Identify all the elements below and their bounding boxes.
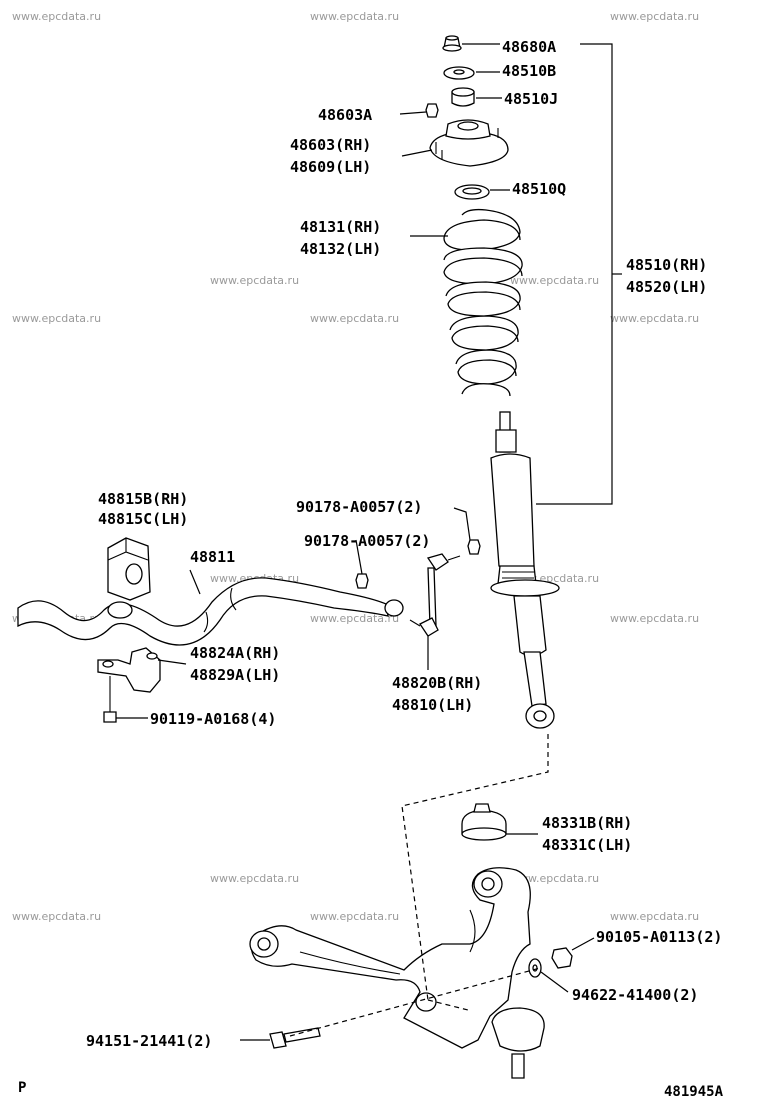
guide-line — [427, 999, 469, 1011]
watermark: www.epcdata.ru — [510, 274, 599, 287]
nut-90178-a — [467, 539, 481, 555]
label-94151-21441: 94151-21441(2) — [86, 1032, 212, 1050]
label-48131-rh: 48131(RH) — [300, 218, 381, 236]
label-48603a: 48603A — [318, 106, 372, 124]
label-94622-41400: 94622-41400(2) — [572, 986, 698, 1004]
label-48132-lh: 48132(LH) — [300, 240, 381, 258]
link-48820b — [409, 553, 461, 637]
lower-arm — [249, 867, 531, 1049]
label-48603-rh: 48603(RH) — [290, 136, 371, 154]
part-labels: 48680A 48510B 48510J 48603A 48603(RH) 48… — [86, 38, 722, 1050]
label-48510-rh: 48510(RH) — [626, 256, 707, 274]
bracket-48824a — [97, 647, 161, 693]
watermark: www.epcdata.ru — [610, 312, 699, 325]
label-48510j: 48510J — [504, 90, 558, 108]
bumper-48331b — [461, 803, 507, 841]
figure-id: 481945A — [664, 1084, 724, 1100]
guide-line — [289, 967, 541, 1037]
watermark: www.epcdata.ru — [610, 10, 699, 23]
watermark: www.epcdata.ru — [610, 910, 699, 923]
watermark: www.epcdata.ru — [210, 274, 299, 287]
nut-48680a — [442, 35, 462, 52]
label-48815c-lh: 48815C(LH) — [98, 510, 188, 528]
support-48603 — [429, 119, 509, 167]
label-90105-a0113: 90105-A0113(2) — [596, 928, 722, 946]
watermark: www.epcdata.ru — [12, 312, 101, 325]
bolt-90119 — [103, 676, 117, 723]
watermark: www.epcdata.ru — [310, 612, 399, 625]
bushing-48510j — [451, 87, 475, 107]
label-48815b-rh: 48815B(RH) — [98, 490, 188, 508]
watermark: www.epcdata.ru — [12, 910, 101, 923]
bolt-94151 — [269, 1027, 321, 1049]
washer-94622 — [528, 958, 542, 978]
label-48829a-lh: 48829A(LH) — [190, 666, 280, 684]
watermark: www.epcdata.ru — [210, 872, 299, 885]
ball-joint — [491, 1007, 545, 1079]
label-48824a-rh: 48824A(RH) — [190, 644, 280, 662]
label-90178-a0057-upper: 90178-A0057(2) — [296, 498, 422, 516]
guide-line — [401, 734, 549, 1001]
watermark: www.epcdata.ru — [610, 612, 699, 625]
label-48820b-rh: 48820B(RH) — [392, 674, 482, 692]
watermark: www.epcdata.ru — [310, 312, 399, 325]
label-48680a: 48680A — [502, 38, 556, 56]
label-48331c-lh: 48331C(LH) — [542, 836, 632, 854]
leader-lines — [116, 43, 622, 1041]
nut-90178-b — [355, 573, 369, 589]
label-48520-lh: 48520(LH) — [626, 278, 707, 296]
label-48510b: 48510B — [502, 62, 556, 80]
washer-48510b — [443, 66, 475, 80]
label-48331b-rh: 48331B(RH) — [542, 814, 632, 832]
bushing-48815b — [107, 537, 151, 619]
nut-48603a — [425, 103, 439, 118]
watermark: www.epcdata.ru — [310, 10, 399, 23]
label-48609-lh: 48609(LH) — [290, 158, 371, 176]
coil-spring-48131 — [443, 208, 523, 397]
label-48810-lh: 48810(LH) — [392, 696, 473, 714]
watermark: www.epcdata.ru — [12, 10, 101, 23]
seat-48510q — [454, 184, 490, 200]
label-48510q: 48510Q — [512, 180, 566, 198]
footer-mark: P — [18, 1080, 26, 1096]
label-90178-a0057-lower: 90178-A0057(2) — [304, 532, 430, 550]
watermark: www.epcdata.ru — [310, 910, 399, 923]
shock-absorber-48510 — [490, 411, 560, 729]
label-90119-a0168: 90119-A0168(4) — [150, 710, 276, 728]
watermark: www.epcdata.ru — [510, 872, 599, 885]
nut-90105 — [551, 947, 573, 969]
label-48811: 48811 — [190, 548, 235, 566]
